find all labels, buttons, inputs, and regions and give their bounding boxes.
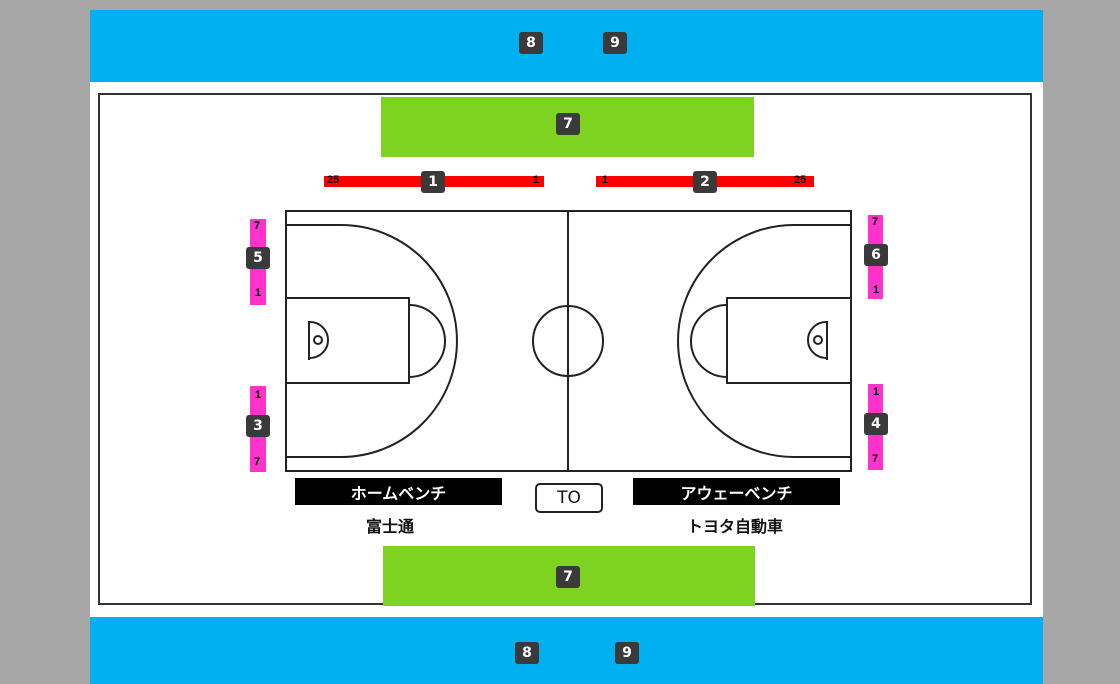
bottom-seating-zone: [90, 617, 1043, 684]
restricted-arc-right: [807, 321, 827, 359]
marker-7-bottom[interactable]: 7: [556, 566, 580, 588]
bar-6-top-label: 7: [872, 216, 879, 228]
away-team-name: トヨタ自動車: [686, 517, 783, 536]
away-bench[interactable]: アウェーベンチ: [633, 478, 840, 505]
bar-5-bottom-label: 1: [255, 287, 262, 299]
marker-9-top[interactable]: 9: [603, 32, 627, 54]
marker-4[interactable]: 4: [864, 413, 888, 435]
bar-1-end-label: 1: [533, 174, 540, 186]
bar-2-end-label: 25: [794, 174, 807, 186]
to-label: TO: [557, 488, 581, 508]
three-point-arc-right: [677, 224, 851, 458]
hoop-left: [313, 335, 323, 345]
marker-8-top[interactable]: 8: [519, 32, 543, 54]
marker-7-top[interactable]: 7: [556, 113, 580, 135]
home-bench[interactable]: ホームベンチ: [295, 478, 502, 505]
center-circle: [532, 305, 604, 377]
floor-area: [90, 82, 1043, 617]
home-team-name: 富士通: [365, 517, 414, 536]
bar-6-bottom-label: 1: [873, 284, 880, 296]
bar-4-bottom-label: 7: [872, 453, 879, 465]
table-officials-box[interactable]: TO: [535, 483, 603, 513]
bar-1-start-label: 25: [327, 174, 340, 186]
marker-8-bottom[interactable]: 8: [515, 642, 539, 664]
three-point-arc-left: [286, 224, 458, 458]
marker-6[interactable]: 6: [864, 244, 888, 266]
bar-3-bottom-label: 7: [254, 456, 261, 468]
bar-3-top-label: 1: [255, 389, 262, 401]
marker-9-bottom[interactable]: 9: [615, 642, 639, 664]
marker-2[interactable]: 2: [693, 171, 717, 193]
bar-4-top-label: 1: [873, 386, 880, 398]
hoop-right: [813, 335, 823, 345]
marker-3[interactable]: 3: [246, 415, 270, 437]
restricted-arc-left: [309, 321, 329, 359]
marker-5[interactable]: 5: [246, 247, 270, 269]
bar-5-top-label: 7: [254, 220, 261, 232]
paint-left: [285, 297, 410, 384]
free-throw-arc-right: [690, 304, 728, 378]
top-seating-zone: [90, 10, 1043, 82]
paint-right: [726, 297, 852, 384]
marker-1[interactable]: 1: [421, 171, 445, 193]
free-throw-arc-left: [408, 304, 446, 378]
bar-2-start-label: 1: [602, 174, 609, 186]
